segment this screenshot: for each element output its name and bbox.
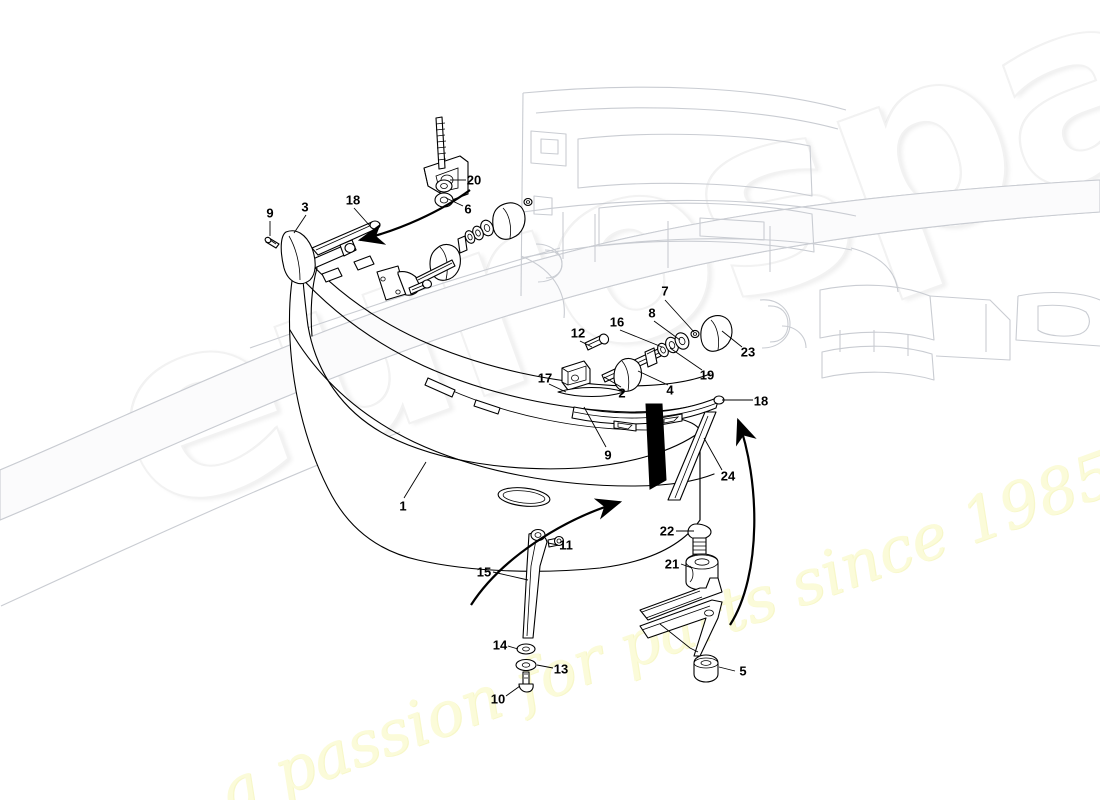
callout-number-16: 16 xyxy=(609,314,625,330)
part-side-trim-strip-24 xyxy=(667,411,717,501)
callout-number-18: 18 xyxy=(345,192,361,208)
callout-number-21: 21 xyxy=(664,556,680,572)
part-trim-rail-right xyxy=(571,395,725,432)
callout-number-9: 9 xyxy=(266,205,274,221)
callout-number-24: 24 xyxy=(720,468,736,484)
callout-number-9: 9 xyxy=(604,447,612,463)
callout-number-18: 18 xyxy=(753,393,769,409)
callout-number-5: 5 xyxy=(739,663,747,679)
part-screw-12 xyxy=(584,333,610,351)
callout-number-3: 3 xyxy=(301,199,309,215)
ghost-vehicle-body xyxy=(0,86,1100,607)
callout-number-10: 10 xyxy=(490,691,506,707)
callout-number-8: 8 xyxy=(648,305,656,321)
callout-number-20: 20 xyxy=(466,172,482,188)
callout-number-22: 22 xyxy=(659,523,675,539)
assembly-arrows xyxy=(357,189,757,626)
callout-number-6: 6 xyxy=(464,201,472,217)
callout-number-11: 11 xyxy=(559,537,573,553)
callout-number-19: 19 xyxy=(699,367,715,383)
callout-number-1: 1 xyxy=(399,498,407,514)
callout-leader-lines xyxy=(269,179,753,697)
part-trim-rail-left xyxy=(305,220,381,283)
callout-number-13: 13 xyxy=(553,661,569,677)
part-stack-lower xyxy=(601,315,733,392)
part-lower-bracket xyxy=(639,577,723,657)
part-screw-left xyxy=(264,236,280,249)
callout-number-12: 12 xyxy=(570,325,586,341)
callout-number-7: 7 xyxy=(661,283,669,299)
callout-number-15: 15 xyxy=(476,564,492,580)
part-angle-bracket-20 xyxy=(423,116,469,201)
callout-number-23: 23 xyxy=(740,344,756,360)
part-rear-bumper-cover xyxy=(288,249,715,572)
callout-number-4: 4 xyxy=(666,382,674,398)
part-mounting-bracket-17 xyxy=(557,360,625,397)
part-mounting-plate-mid xyxy=(376,259,456,301)
part-black-trim-strip xyxy=(645,403,667,490)
callout-number-17: 17 xyxy=(537,370,553,386)
callout-number-2: 2 xyxy=(618,385,626,401)
callout-number-14: 14 xyxy=(492,637,508,653)
part-grommet-5 xyxy=(693,654,719,683)
part-end-cap-bracket xyxy=(280,230,316,285)
